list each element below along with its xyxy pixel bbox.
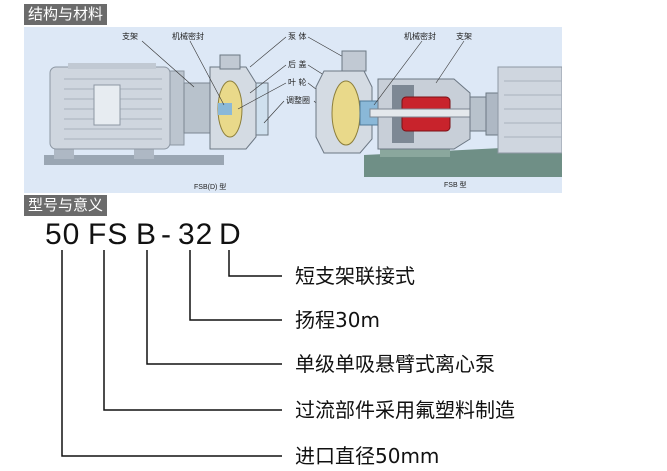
- meaning-inlet: 进口直径50mm: [295, 444, 440, 468]
- connector-material: [103, 250, 282, 411]
- connector-coupling: [228, 250, 282, 277]
- meaning-material: 过流部件采用氟塑料制造: [295, 398, 515, 422]
- label-rear-cover: 后 盖: [288, 59, 307, 69]
- label-impeller: 叶 轮: [288, 77, 307, 87]
- label-adjust-ring: 调整圈: [286, 95, 310, 105]
- model-part-coupling: D: [219, 218, 242, 251]
- connector-type: [146, 250, 282, 365]
- model-part-dash: -: [161, 218, 172, 251]
- meaning-head: 扬程30m: [295, 308, 380, 332]
- label-mech-seal-right: 机械密封: [404, 31, 436, 41]
- model-part-type: B: [136, 218, 158, 251]
- connector-inlet: [61, 250, 282, 457]
- model-part-material: FS: [88, 218, 129, 251]
- label-pump-body: 泵 体: [288, 31, 307, 41]
- model-part-inlet: 50: [45, 218, 81, 251]
- model-part-head: 32: [178, 218, 214, 251]
- label-bracket-left: 支架: [122, 31, 138, 41]
- caption-fsbd: FSB(D) 型: [194, 182, 226, 191]
- motor-icon: [49, 63, 185, 150]
- connector-head: [189, 250, 282, 321]
- model-section-title: 型号与意义: [24, 195, 108, 216]
- left-pump-fsbd: FSB(D) 型 支架 机械密封: [44, 31, 269, 191]
- label-mech-seal-left: 机械密封: [172, 31, 204, 41]
- label-bracket-right: 支架: [456, 31, 472, 41]
- meaning-type: 单级单吸悬臂式离心泵: [295, 352, 495, 376]
- seal-icon: [218, 103, 232, 115]
- pump-structure-diagram: FSB(D) 型 支架 机械密封 泵 体 后 盖 叶 轮 调整圈: [24, 27, 562, 193]
- caption-fsb: FSB 型: [444, 180, 467, 189]
- right-pump-fsb: FSB 型 机械密封 支架: [315, 31, 562, 189]
- structure-section-title: 结构与材料: [24, 4, 108, 25]
- pump-head-left: [183, 54, 269, 150]
- meaning-coupling: 短支架联接式: [295, 264, 415, 288]
